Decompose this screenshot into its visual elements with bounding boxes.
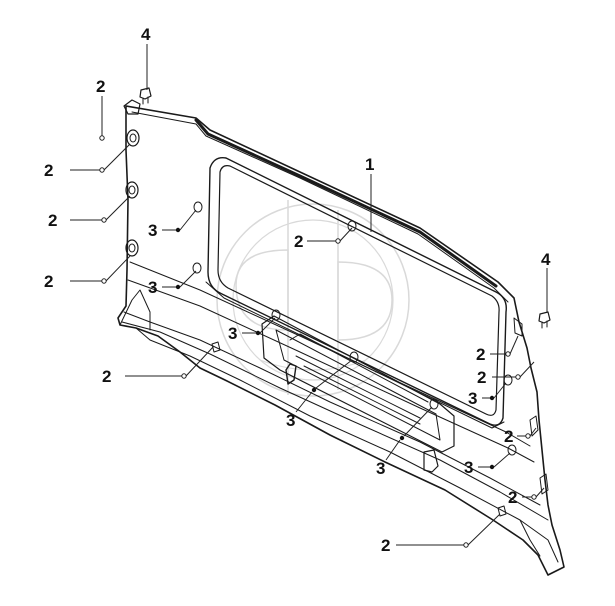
callout-1: 1 bbox=[365, 155, 374, 174]
callout-3-c: 3 bbox=[228, 324, 237, 343]
watermark-logo bbox=[216, 200, 410, 397]
callout-2-i: 2 bbox=[504, 427, 513, 446]
callout-2-f: 2 bbox=[294, 232, 303, 251]
callout-3-g: 3 bbox=[464, 458, 473, 477]
callout-4-right: 4 bbox=[541, 250, 551, 269]
callout-2-c: 2 bbox=[48, 211, 57, 230]
callout-3-d: 3 bbox=[286, 411, 295, 430]
callout-2-e: 2 bbox=[102, 367, 111, 386]
callout-labels: 1 4 4 2 2 2 2 2 2 2 2 2 2 2 3 3 3 3 3 3 … bbox=[44, 25, 551, 555]
callout-2-g: 2 bbox=[476, 345, 485, 364]
clip-4-top bbox=[139, 87, 152, 105]
callout-3-f: 3 bbox=[468, 389, 477, 408]
callout-2-j: 2 bbox=[508, 488, 517, 507]
callout-3-a: 3 bbox=[148, 221, 157, 240]
trim-panel bbox=[117, 99, 565, 576]
callout-2-b: 2 bbox=[44, 161, 53, 180]
callout-2-k: 2 bbox=[381, 536, 390, 555]
callout-2-h: 2 bbox=[477, 368, 486, 387]
leader-lines bbox=[70, 44, 548, 548]
clip-4-right bbox=[538, 311, 551, 329]
callout-3-b: 3 bbox=[148, 278, 157, 297]
callout-2-a: 2 bbox=[96, 77, 105, 96]
callout-3-e: 3 bbox=[376, 459, 385, 478]
callout-2-d: 2 bbox=[44, 272, 53, 291]
callout-4-top: 4 bbox=[141, 25, 151, 44]
